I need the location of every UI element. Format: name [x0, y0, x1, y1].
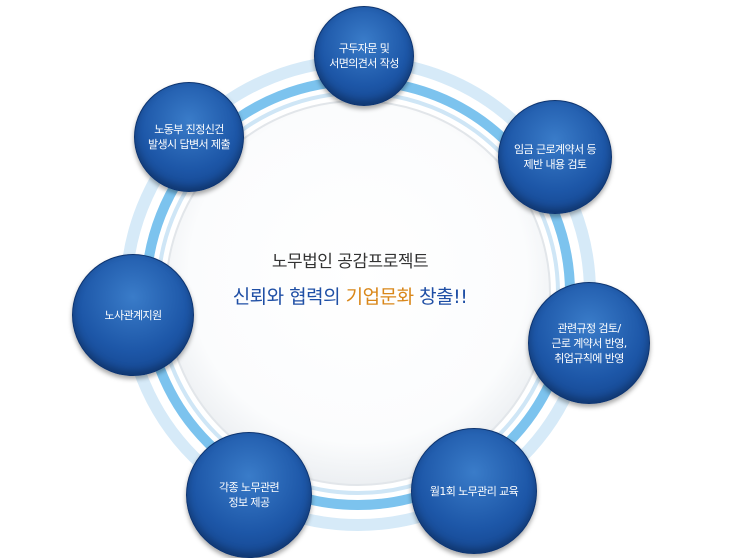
node-label-line: 노사관계지원 [104, 308, 162, 322]
node-label-line: 임금 근로계약서 등 [514, 143, 597, 156]
center-title: 노무법인 공감프로젝트 [271, 252, 429, 272]
node-wage-contract-review: 임금 근로계약서 등 제반 내용 검토 [498, 100, 612, 214]
node-regulation-review: 관련규정 검토/ 근로 계약서 반영, 취업규칙에 반영 [528, 282, 650, 404]
node-oral-advice: 구두자문 및 서면의견서 작성 [314, 6, 414, 106]
slogan-part2: 창출!! [413, 286, 468, 308]
slogan-highlight: 기업문화 [345, 286, 414, 308]
node-labor-relations-support: 노사관계지원 [72, 254, 194, 376]
node-label-line: 발생시 답변서 제출 [148, 138, 231, 151]
node-label-line: 근로 계약서 반영, [551, 336, 627, 350]
slogan-part1: 신뢰와 협력의 [232, 286, 346, 308]
node-label-line: 관련규정 검토/ [557, 321, 621, 335]
node-information-provision: 각종 노무관련 정보 제공 [186, 432, 312, 558]
node-label-line: 정보 제공 [228, 496, 271, 509]
node-label-line: 취업규칙에 반영 [554, 351, 624, 365]
node-label-line: 각종 노무관련 [218, 481, 280, 494]
node-monthly-education: 월1회 노무관리 교육 [411, 428, 537, 554]
node-label-line: 노동부 진정신건 [154, 123, 224, 136]
node-label-line: 제반 내용 검토 [523, 158, 588, 171]
center-slogan: 신뢰와 협력의 기업문화 창출!! [200, 282, 500, 309]
node-label-line: 월1회 노무관리 교육 [429, 484, 519, 498]
node-label-line: 서면의견서 작성 [329, 57, 399, 70]
node-label-line: 구두자문 및 [338, 42, 390, 55]
node-labor-ministry-response: 노동부 진정신건 발생시 답변서 제출 [134, 82, 244, 192]
